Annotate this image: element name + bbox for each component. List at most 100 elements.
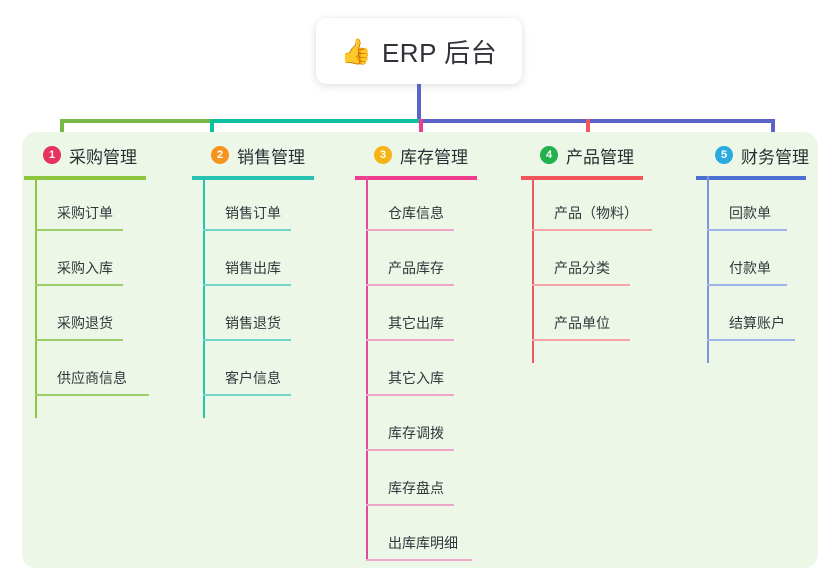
list-item-label: 出库库明细 xyxy=(388,535,458,551)
list-item-rule xyxy=(203,229,291,231)
column-spine-inventory xyxy=(366,176,368,561)
list-item-rule xyxy=(35,284,123,286)
column-badge-sales: 2 xyxy=(211,146,229,164)
bar-green xyxy=(60,119,210,123)
column-finance: 5 财务管理回款单付款单结算账户 xyxy=(696,132,809,363)
list-item-rule xyxy=(366,449,454,451)
list-item[interactable]: 销售出库 xyxy=(203,231,291,286)
column-header-inventory[interactable]: 3 库存管理 xyxy=(355,132,468,178)
list-item[interactable]: 供应商信息 xyxy=(35,341,149,396)
list-item-label: 库存调拨 xyxy=(388,425,444,441)
column-badge-inventory: 3 xyxy=(374,146,392,164)
list-item[interactable]: 采购退货 xyxy=(35,286,123,341)
bar-teal xyxy=(210,119,419,123)
column-header-rule-product xyxy=(521,176,643,180)
list-item[interactable]: 其它出库 xyxy=(366,286,454,341)
column-title-inventory: 库存管理 xyxy=(400,147,468,167)
list-item-rule xyxy=(35,339,123,341)
column-header-rule-purchase xyxy=(24,176,146,180)
list-item-rule xyxy=(366,559,472,561)
list-item-rule xyxy=(203,284,291,286)
list-item[interactable]: 客户信息 xyxy=(203,341,291,396)
thumbs-up-icon: 👍 xyxy=(340,36,372,66)
list-item-label: 客户信息 xyxy=(225,370,281,386)
list-item-label: 付款单 xyxy=(729,260,771,276)
list-item-label: 库存盘点 xyxy=(388,480,444,496)
column-header-rule-finance xyxy=(696,176,806,180)
list-item[interactable]: 销售订单 xyxy=(203,176,291,231)
list-item[interactable]: 仓库信息 xyxy=(366,176,454,231)
column-inventory: 3 库存管理仓库信息产品库存其它出库其它入库库存调拨库存盘点出库库明细 xyxy=(355,132,477,561)
list-item-rule xyxy=(203,339,291,341)
list-item-label: 结算账户 xyxy=(729,315,785,331)
list-item-rule xyxy=(35,394,149,396)
list-item-rule xyxy=(532,284,630,286)
list-item-label: 销售退货 xyxy=(225,315,281,331)
column-header-sales[interactable]: 2 销售管理 xyxy=(192,132,305,178)
list-item-rule xyxy=(707,339,795,341)
column-title-product: 产品管理 xyxy=(566,147,634,167)
list-item-rule xyxy=(366,394,454,396)
list-item-label: 回款单 xyxy=(729,205,771,221)
bar-indigo xyxy=(419,119,773,123)
list-item-label: 采购入库 xyxy=(57,260,113,276)
column-sales: 2 销售管理销售订单销售出库销售退货客户信息 xyxy=(192,132,314,418)
column-header-rule-inventory xyxy=(355,176,477,180)
list-item-rule xyxy=(366,284,454,286)
column-badge-finance: 5 xyxy=(715,146,733,164)
list-item-label: 采购订单 xyxy=(57,205,113,221)
column-badge-product: 4 xyxy=(540,146,558,164)
list-item[interactable]: 出库库明细 xyxy=(366,506,472,561)
list-item[interactable]: 产品（物料） xyxy=(532,176,652,231)
list-item-label: 仓库信息 xyxy=(388,205,444,221)
list-item-label: 其它入库 xyxy=(388,370,444,386)
column-header-product[interactable]: 4 产品管理 xyxy=(521,132,634,178)
list-item-rule xyxy=(366,229,454,231)
list-item-rule xyxy=(532,339,630,341)
list-item[interactable]: 产品库存 xyxy=(366,231,454,286)
column-spine-sales xyxy=(203,176,205,418)
column-header-finance[interactable]: 5 财务管理 xyxy=(696,132,809,178)
column-title-finance: 财务管理 xyxy=(741,147,809,167)
list-item[interactable]: 其它入库 xyxy=(366,341,454,396)
list-item-rule xyxy=(203,394,291,396)
list-item[interactable]: 产品分类 xyxy=(532,231,630,286)
connector-stem-root xyxy=(417,84,421,123)
list-item-label: 销售出库 xyxy=(225,260,281,276)
list-item-rule xyxy=(35,229,123,231)
column-spine-purchase xyxy=(35,176,37,418)
list-item[interactable]: 结算账户 xyxy=(707,286,795,341)
list-item-label: 产品（物料） xyxy=(554,205,638,221)
list-item-rule xyxy=(532,229,652,231)
column-product: 4 产品管理产品（物料） 产品分类产品单位 xyxy=(521,132,652,363)
list-item[interactable]: 销售退货 xyxy=(203,286,291,341)
list-item-rule xyxy=(707,284,787,286)
list-item-label: 销售订单 xyxy=(225,205,281,221)
list-item-label: 采购退货 xyxy=(57,315,113,331)
column-title-sales: 销售管理 xyxy=(237,147,305,167)
list-item[interactable]: 回款单 xyxy=(707,176,787,231)
column-spine-finance xyxy=(707,176,709,363)
list-item[interactable]: 产品单位 xyxy=(532,286,630,341)
column-badge-purchase: 1 xyxy=(43,146,61,164)
list-item[interactable]: 采购订单 xyxy=(35,176,123,231)
root-title-card[interactable]: 👍 ERP 后台 xyxy=(316,18,522,84)
list-item[interactable]: 库存盘点 xyxy=(366,451,454,506)
list-item-label: 产品库存 xyxy=(388,260,444,276)
list-item-label: 产品单位 xyxy=(554,315,610,331)
page-title: ERP 后台 xyxy=(381,37,498,68)
column-spine-product xyxy=(532,176,534,363)
list-item-label: 产品分类 xyxy=(554,260,610,276)
list-item-rule xyxy=(707,229,787,231)
list-item-label: 其它出库 xyxy=(388,315,444,331)
column-header-rule-sales xyxy=(192,176,314,180)
list-item-rule xyxy=(366,504,454,506)
list-item[interactable]: 库存调拨 xyxy=(366,396,454,451)
list-item-label: 供应商信息 xyxy=(57,370,127,386)
list-item-rule xyxy=(366,339,454,341)
list-item[interactable]: 付款单 xyxy=(707,231,787,286)
list-item[interactable]: 采购入库 xyxy=(35,231,123,286)
